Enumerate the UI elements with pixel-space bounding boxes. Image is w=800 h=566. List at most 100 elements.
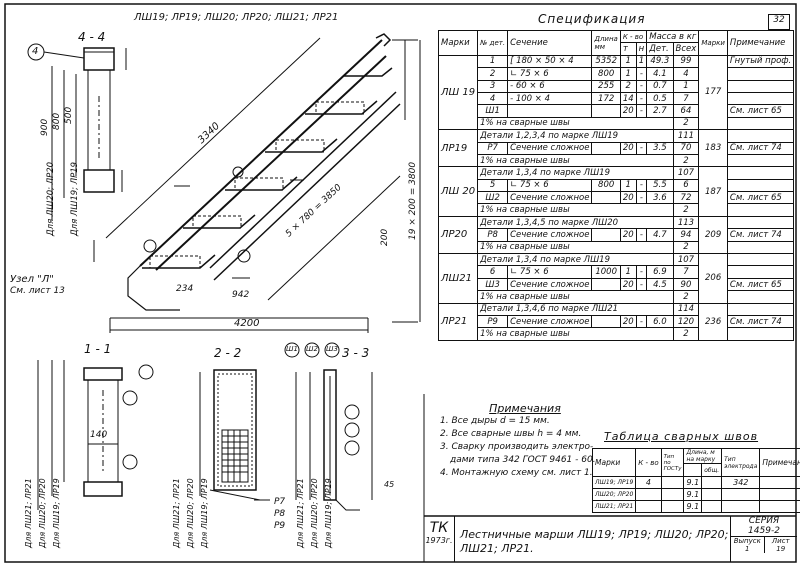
hdr-marks: Марки [437,30,479,56]
spec-note [726,79,795,93]
weld-hdr-note: Примечание [759,448,800,477]
spec-note: Гнутый проф. [726,54,795,69]
spec-cell: 6.0 [646,314,674,329]
spec-cell: 1 [635,54,648,69]
callout-sh2: Ш2 [306,345,318,353]
marks-bot-9: Для ЛШ19; ЛР19 [324,478,333,548]
spec-note [726,265,795,279]
spec-cell: 70 [672,141,700,155]
weld-cell [635,500,662,513]
spec-cell-total: 2 [672,116,700,131]
marks-bot-8: Для ЛШ20; ЛР20 [310,478,319,548]
note-3b: дами типа 342 ГОСТ 9461 - 60. [450,455,596,465]
weld-cell: 9.1 [683,500,703,513]
spec-cell: 4.1 [646,67,674,81]
spec-cell: 4.5 [646,277,674,292]
node-ref: См. лист 13 [10,286,65,296]
spec-cell-total: 113 [672,215,700,230]
spec-mark: ЛР21 [437,302,479,341]
dim-45: 45 [384,480,395,489]
dim-800: 800 [52,112,62,130]
spec-cell: Сечение сложное [507,314,593,329]
spec-cell: Ш3 [477,277,509,292]
spec-mark: ЛР20 [437,215,479,255]
spec-cell: 6.9 [646,265,674,279]
spec-cell: 172 [591,91,621,106]
weld-cell [721,488,761,501]
spec-note [726,116,795,131]
spec-cell: - 100 × 4 [507,91,593,106]
spec-cell: 20 [619,277,637,292]
dim-942: 942 [232,290,250,300]
spec-note [726,290,795,304]
spec-cell: 1 [619,54,637,69]
spec-cell-total: 2 [672,290,700,304]
spec-mark: ЛР19 [437,129,479,168]
spec-cell: - [635,277,648,292]
spec-cell: 49.3 [646,54,674,69]
weld-cell [701,476,723,489]
spec-cell: Сечение сложное [507,277,593,292]
marks-bot-3: Для ЛШ19; ЛР19 [52,478,61,548]
spec-note [726,240,795,255]
series-label: СЕРИЯ [748,516,780,526]
spec-mark-mass: 236 [698,302,728,341]
hdr-total: Всех [672,42,700,56]
dim-3800: 19 × 200 = 3800 [408,161,418,240]
spec-cell: - [635,79,648,93]
weld-hdr-type: Тип по ГОСТу [660,448,685,477]
spec-cell: ∟ 75 × 6 [507,265,593,279]
spec-cell: Р9 [477,314,509,329]
spec-cell: 0.7 [646,79,674,93]
dim-234: 234 [176,284,194,294]
spec-cell-total: 2 [672,327,700,341]
notes-block: Примечания 1. Все дыры d = 15 мм. 2. Все… [440,402,610,480]
spec-cell: 20 [619,191,637,205]
weld-table: Марки К - во Тип по ГОСТу Длина, м на ма… [591,448,800,513]
weld-cell: ЛШ20; ЛР20 [591,488,637,501]
spec-note: См. лист 65 [726,277,795,292]
spec-note: См. лист 74 [726,228,795,242]
spec-cell: 120 [672,314,700,329]
spec-cell: 72 [672,191,700,205]
callout-sh3: Ш3 [326,345,338,353]
marks-bot-5: Для ЛШ20; ЛР20 [186,478,195,548]
spec-cell: 1 [619,178,637,193]
org-label: ТК [429,520,449,536]
note-2: 2. Все сварные швы h = 4 мм. [440,429,582,439]
spec-note: См. лист 74 [726,314,795,329]
spec-cell: 94 [672,228,700,242]
spec-cell: 7 [672,91,700,106]
spec-cell: Ш1 [477,104,509,118]
weld-cell [701,488,723,501]
spec-note: См. лист 65 [726,191,795,205]
callout-sh1: Ш1 [286,345,298,353]
spec-cell: 90 [672,277,700,292]
spec-cell: - [635,104,648,118]
hdr-section: Сечение [507,30,593,56]
issue-label: Выпуск [733,537,761,545]
spec-cell: Р8 [477,228,509,242]
spec-cell [591,228,621,242]
spec-cell: 14 [619,91,637,106]
spec-cell [591,314,621,329]
spec-cell: 255 [591,79,621,93]
spec-cell: 2 [619,79,637,93]
drawing-title: Лестничные марши ЛШ19; ЛР19; ЛШ20; ЛР20;… [460,528,729,555]
spec-wide-cell: Детали 1,3,4,5 по марке ЛШ20 [477,215,674,230]
spec-mark: ЛШ 20 [437,166,479,217]
spec-cell: 7 [672,265,700,279]
spec-note [726,166,795,180]
weld-cell [759,488,800,501]
dim-200: 200 [380,228,390,246]
dim-140: 140 [90,430,108,440]
